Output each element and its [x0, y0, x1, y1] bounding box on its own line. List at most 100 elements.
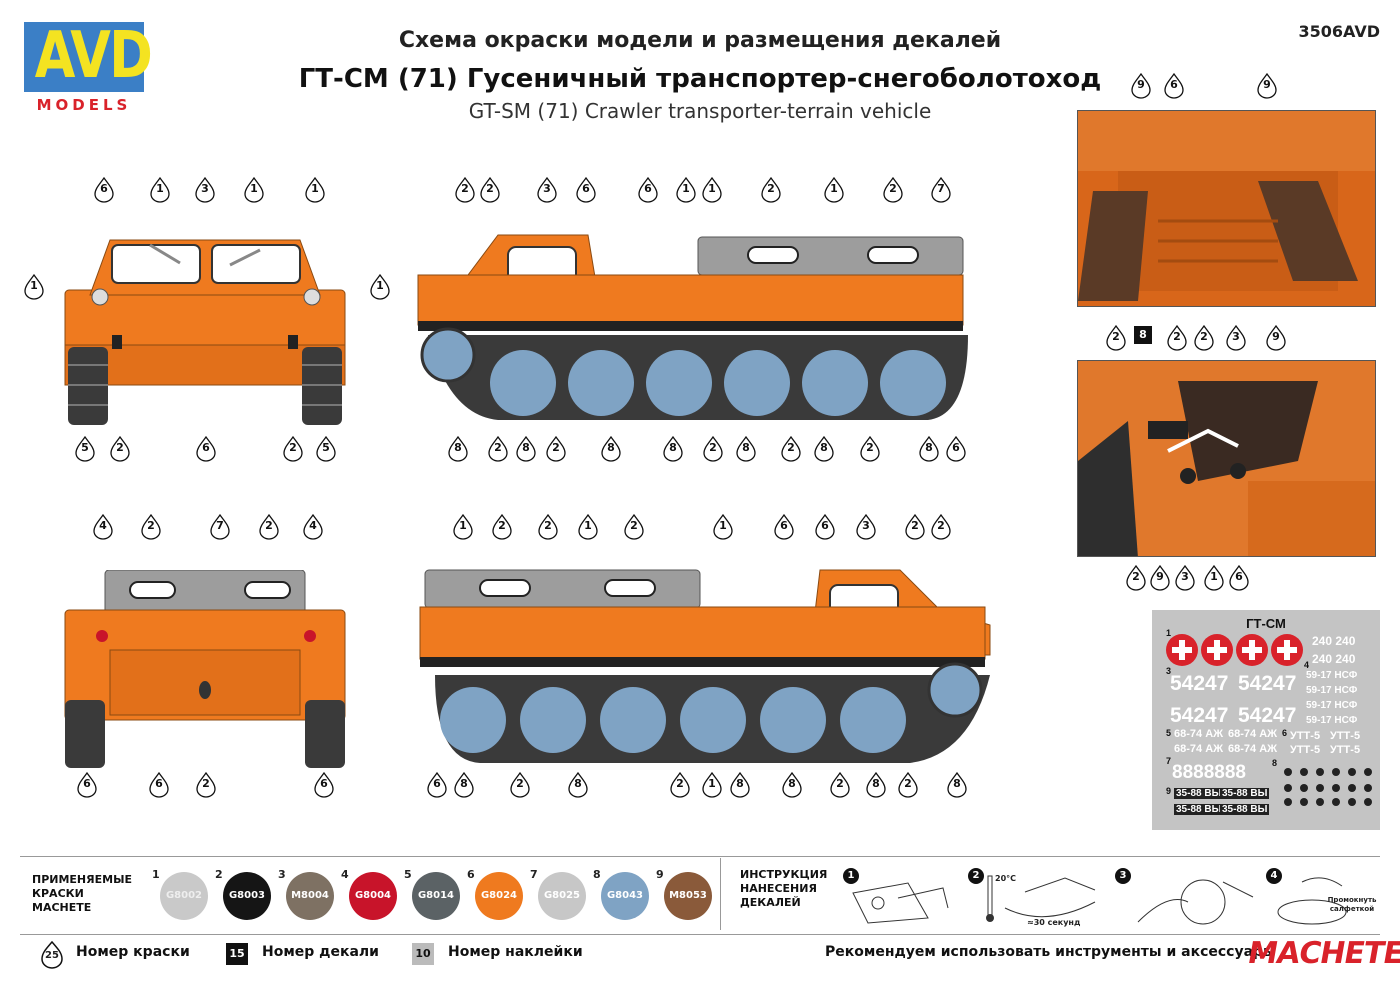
divider [20, 934, 1380, 935]
callout-marker: 2 [859, 436, 881, 462]
callout-marker: 8 [447, 436, 469, 462]
callout-marker: 1 [701, 772, 723, 798]
callout-marker: 8 [735, 436, 757, 462]
decal-plate-mid: 68-74 АЖ [1174, 743, 1224, 755]
page-title-main: ГТ-СМ (71) Гусеничный транспортер-снегоб… [298, 64, 1102, 94]
paint-index: 6 [467, 868, 475, 881]
page-title-ru: Схема окраски модели и размещения декале… [398, 28, 1002, 53]
paint-swatch: G8043 [601, 872, 649, 920]
paint-index: 2 [215, 868, 223, 881]
callout-marker: 8 [453, 772, 475, 798]
callout-marker: 1 [452, 514, 474, 540]
callout-marker: 1 [23, 274, 45, 300]
side-view-left-drawing [417, 234, 968, 420]
callout-marker: 1 [823, 177, 845, 203]
legend-sticker-number: Номер наклейки [448, 944, 583, 960]
paint-swatch: G8025 [538, 872, 586, 920]
interior-photo-top [1077, 110, 1376, 307]
callout-marker: 2 [109, 436, 131, 462]
callout-marker: 5 [74, 436, 96, 462]
step-1-badge: 1 [843, 868, 859, 884]
callout-marker: 9 [1265, 325, 1287, 351]
decal-big-number: 54247 [1238, 704, 1297, 727]
callout-marker: 1 [304, 177, 326, 203]
callout-marker: 2 [454, 177, 476, 203]
decal-number-icon: 15 [226, 943, 248, 965]
decal-dot-grid [1284, 768, 1372, 806]
callout-marker: 8 [1132, 325, 1154, 351]
paint-swatch: G8014 [412, 872, 460, 920]
callout-marker: 8 [813, 436, 835, 462]
callout-marker: 2 [623, 514, 645, 540]
paint-index: 8 [593, 868, 601, 881]
rear-view-drawing [64, 570, 346, 768]
paint-swatch: M8004 [286, 872, 334, 920]
interior-photo-bottom [1077, 360, 1376, 557]
product-code: 3506AVD [1298, 22, 1381, 41]
callout-marker: 3 [855, 514, 877, 540]
callout-marker: 3 [1174, 565, 1196, 591]
callout-marker: 3 [536, 177, 558, 203]
step-4-illustration [1277, 877, 1347, 925]
sticker-number-icon: 10 [412, 943, 434, 965]
callout-marker: 6 [773, 514, 795, 540]
callout-marker: 2 [897, 772, 919, 798]
decal-sheet-title: ГТ-СМ [1246, 616, 1286, 631]
decal-code: 59-17 НСФ [1306, 715, 1358, 726]
paints-heading: ПРИМЕНЯЕМЫЕ КРАСКИ MACHETE [32, 873, 132, 914]
callout-marker: 6 [637, 177, 659, 203]
callout-marker: 2 [702, 436, 724, 462]
callout-marker: 2 [479, 177, 501, 203]
callout-marker: 8 [729, 772, 751, 798]
callout-marker: 8 [946, 772, 968, 798]
paint-index: 1 [152, 868, 160, 881]
decal-digits: 8888888 [1172, 762, 1246, 783]
callout-marker: 6 [1228, 565, 1250, 591]
paint-number-icon [41, 941, 63, 969]
callout-marker: 8 [781, 772, 803, 798]
callout-marker: 1 [712, 514, 734, 540]
callout-marker: 2 [1193, 325, 1215, 351]
callout-marker: 9 [1149, 565, 1171, 591]
red-cross-decals [1166, 634, 1303, 666]
callout-marker: 1 [675, 177, 697, 203]
divider [720, 858, 721, 930]
callout-marker: 8 [567, 772, 589, 798]
callout-marker: 8 [918, 436, 940, 462]
callout-marker: 1 [243, 177, 265, 203]
decal-big-number: 54247 [1170, 672, 1229, 695]
callout-marker: 8 [515, 436, 537, 462]
divider [20, 856, 1380, 857]
decal-utt: УТТ-5 [1290, 744, 1321, 756]
step-4-note: Промокнуть салфеткой [1327, 896, 1377, 913]
callout-marker: 6 [195, 436, 217, 462]
callout-marker: 4 [92, 514, 114, 540]
paint-swatch: G8003 [223, 872, 271, 920]
decal-plate-small-black: 35-88 ВЫ [1220, 804, 1270, 815]
step-4-badge: 4 [1266, 868, 1282, 884]
decal-code: 59-17 НСФ [1306, 670, 1358, 681]
callout-marker: 2 [829, 772, 851, 798]
callout-marker: 6 [575, 177, 597, 203]
callout-marker: 7 [209, 514, 231, 540]
callout-marker: 2 [760, 177, 782, 203]
decal-row-label: 8 [1272, 758, 1278, 768]
paint-swatch: G8004 [349, 872, 397, 920]
callout-marker: 2 [195, 772, 217, 798]
paint-index: 3 [278, 868, 286, 881]
decal-row-label: 9 [1166, 786, 1172, 796]
callout-marker: 2 [780, 436, 802, 462]
legend-decal-number: Номер декали [262, 944, 379, 960]
decal-plate-small-black: 35-88 ВЫ [1174, 788, 1224, 799]
instructions-heading: ИНСТРУКЦИЯ НАНЕСЕНИЯ ДЕКАЛЕЙ [740, 868, 828, 909]
callout-marker: 6 [313, 772, 335, 798]
callout-marker: 9 [1130, 73, 1152, 99]
decal-big-number: 54247 [1170, 704, 1229, 727]
step-2-temperature: 20°C [995, 874, 1017, 883]
logo-text: AVD [34, 19, 153, 93]
paint-swatch: G8002 [160, 872, 208, 920]
decal-row-label: 7 [1166, 756, 1172, 766]
callout-marker: 6 [426, 772, 448, 798]
step-2-illustration [986, 875, 1096, 922]
callout-marker: 2 [140, 514, 162, 540]
